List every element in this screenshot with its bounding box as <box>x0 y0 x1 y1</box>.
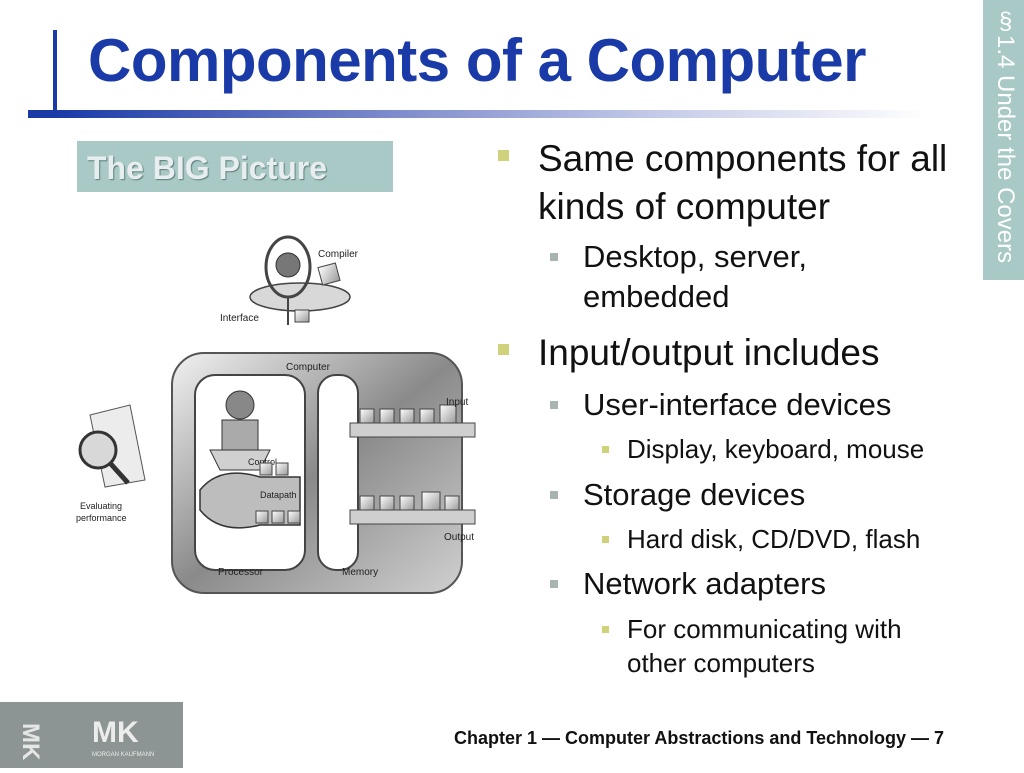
mk-rotated-text: MK <box>17 723 44 761</box>
bullet-text: Desktop, server, embedded <box>583 239 807 314</box>
bullet-text: User-interface devices <box>583 387 892 422</box>
section-tab: §1.4 Under the Covers <box>983 0 1024 280</box>
processor-label: Processor <box>218 567 264 578</box>
mk-logo-subtext: MORGAN KAUFMANN <box>92 752 154 758</box>
compiler-label: Compiler <box>318 249 359 260</box>
mk-rotated-mark: MK <box>17 723 44 761</box>
mk-logo-graphic: MK MK MORGAN KAUFMANN <box>17 716 154 761</box>
bullet-text: Network adapters <box>583 566 826 601</box>
bullet-marker <box>550 401 558 409</box>
compiler-gyroscope-icon <box>249 235 351 325</box>
output-conveyor <box>349 491 476 525</box>
datapath-cubes <box>255 462 301 524</box>
publisher-logo: MK MK MORGAN KAUFMANN <box>0 702 183 768</box>
control-label: Control <box>248 457 277 467</box>
bullet-text: Same components for all kinds of compute… <box>538 138 948 227</box>
mk-logo-text: MK <box>92 716 139 749</box>
big-picture-label: The BIG Picture <box>87 150 328 186</box>
performance-label: performance <box>76 513 127 523</box>
bullet-text: Hard disk, CD/DVD, flash <box>627 524 921 554</box>
memory-compartment <box>317 374 359 571</box>
computer-label: Computer <box>286 362 331 373</box>
magnifier-icon <box>78 404 146 488</box>
slide-title: Components of a Computer <box>88 27 867 94</box>
computer-components-diagram: Compiler Interface Computer Control Data… <box>76 235 476 594</box>
bullet-marker <box>602 626 609 633</box>
bullet-text: For communicating with other computers <box>627 614 902 678</box>
bullet-marker <box>550 580 558 588</box>
memory-label: Memory <box>342 567 378 578</box>
input-conveyor <box>349 404 476 438</box>
bullet-marker <box>550 253 558 261</box>
bullet-marker <box>498 344 509 355</box>
slide-footer: Chapter 1 — Computer Abstractions and Te… <box>454 728 945 748</box>
evaluating-label: Evaluating <box>80 501 122 511</box>
section-tab-label: §1.4 Under the Covers <box>992 8 1019 264</box>
input-label: Input <box>446 397 468 408</box>
datapath-pipe <box>199 472 301 529</box>
datapath-label: Datapath <box>260 490 297 500</box>
bullet-marker <box>602 446 609 453</box>
output-label: Output <box>444 532 474 543</box>
bullet-text: Input/output includes <box>538 332 880 373</box>
title-accent-bar <box>53 30 57 112</box>
bullet-marker <box>498 150 509 161</box>
big-picture-badge: The BIG Picture <box>77 141 393 192</box>
bullet-marker <box>602 536 609 543</box>
control-microscope-icon <box>209 390 271 471</box>
bullet-text: Storage devices <box>583 477 806 512</box>
title-underline <box>28 110 928 118</box>
interface-label: Interface <box>220 313 259 324</box>
bullet-text: Display, keyboard, mouse <box>627 434 925 464</box>
bullet-marker <box>550 491 558 499</box>
